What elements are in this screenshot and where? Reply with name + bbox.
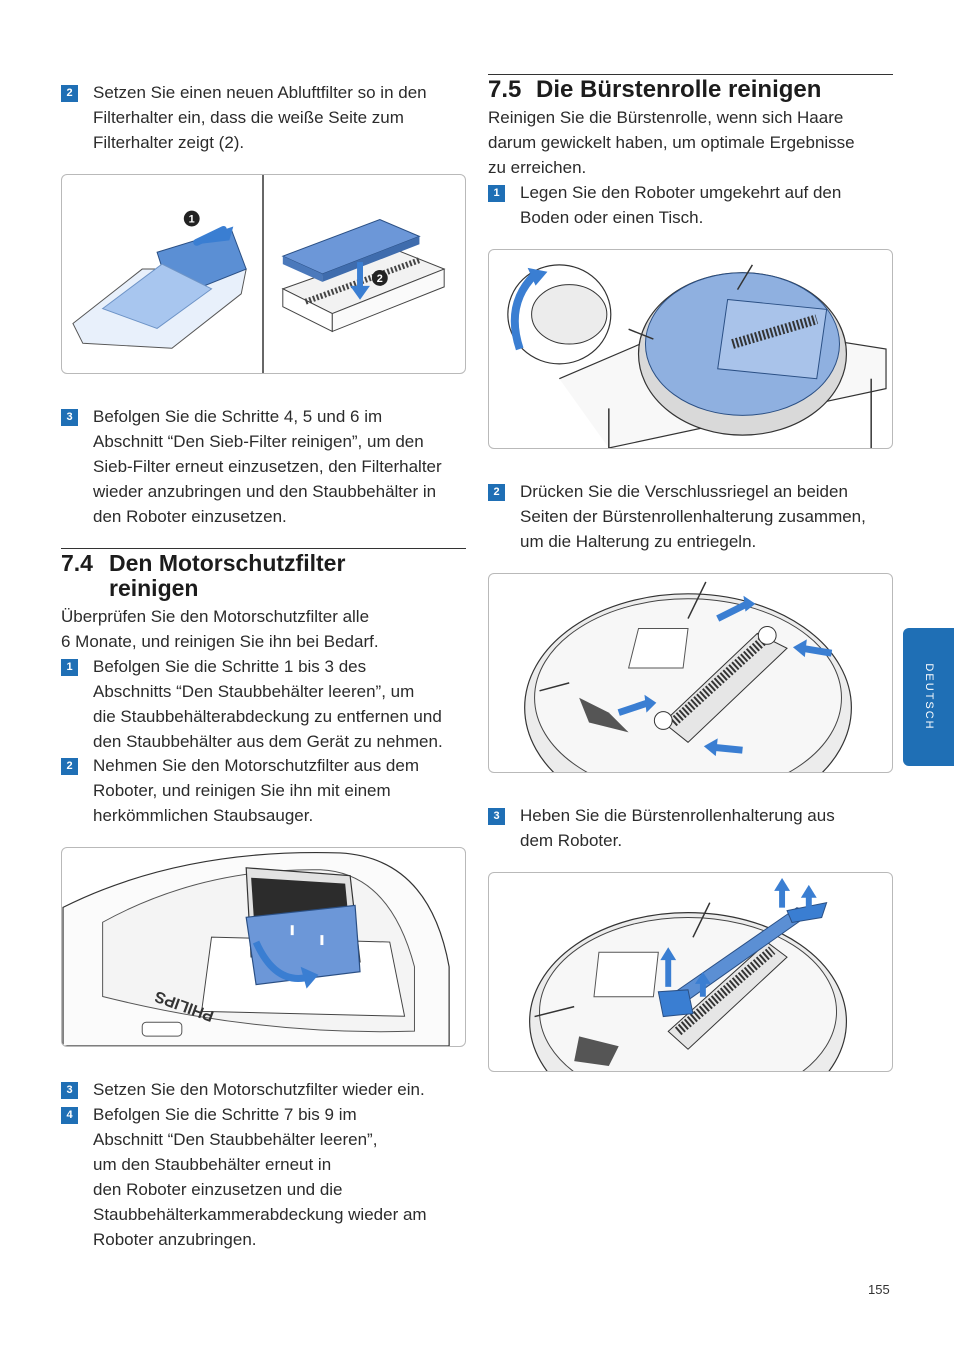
intro-line: darum gewickelt haben, um optimale Ergeb…: [488, 133, 855, 152]
step-text-line: Setzen Sie einen neuen Abluftfilter so i…: [93, 83, 427, 102]
step-text-line: Roboter anzubringen.: [93, 1230, 257, 1249]
step-number-badge: 4: [61, 1107, 78, 1124]
section-heading-7-5: 7.5 Die Bürstenrolle reinigen: [488, 76, 893, 104]
step-text-line: Filterhalter ein, dass die weiße Seite z…: [93, 108, 404, 127]
figure-lift-brush-holder: [488, 872, 893, 1072]
step-text-line: Seiten der Bürstenrollenhalterung zusamm…: [520, 507, 866, 526]
language-label: DEUTSCH: [922, 663, 935, 731]
section-title: Die Bürstenrolle reinigen: [536, 76, 822, 103]
section-intro: Reinigen Sie die Bürstenrolle, wenn sich…: [488, 105, 893, 180]
step-number-badge: 3: [488, 808, 505, 825]
step-number-badge: 2: [488, 484, 505, 501]
step-number-badge: 2: [61, 85, 78, 102]
figure-robot-upside-down: [488, 249, 893, 449]
robot-flip-illustration: [507, 264, 887, 448]
step-text-line: Abschnitt “Den Staubbehälter leeren”,: [93, 1130, 378, 1149]
figure-brush-latches: [488, 573, 893, 773]
intro-line: Reinigen Sie die Bürstenrolle, wenn sich…: [488, 108, 844, 127]
step-2-press-latches: 2 Drücken Sie die Verschlussriegel an be…: [488, 479, 893, 554]
step-text-line: Befolgen Sie die Schritte 7 bis 9 im: [93, 1105, 357, 1124]
filter-holder-illustration: 1 2: [72, 175, 446, 373]
step-text-line: Abschnitts “Den Staubbehälter leeren”, u…: [93, 682, 415, 701]
step-text-line: Sieb-Filter erneut einzusetzen, den Filt…: [93, 457, 442, 476]
step-text-line: Abschnitt “Den Sieb-Filter reinigen”, um…: [93, 432, 424, 451]
intro-line: Überprüfen Sie den Motorschutzfilter all…: [61, 607, 370, 626]
section-intro: Überprüfen Sie den Motorschutzfilter all…: [61, 604, 466, 654]
section-title-line: reinigen: [109, 575, 199, 601]
step-number-badge: 3: [61, 409, 78, 426]
section-number: 7.5: [488, 76, 522, 103]
step-1-remove-dust-container: 1 Befolgen Sie die Schritte 1 bis 3 des …: [61, 654, 466, 754]
step-text-line: Heben Sie die Bürstenrollenhalterung aus: [520, 806, 835, 825]
step-number-badge: 1: [488, 185, 505, 202]
step-text-line: um den Staubbehälter erneut in: [93, 1155, 332, 1174]
step-text-line: den Staubbehälter aus dem Gerät zu nehme…: [93, 732, 443, 751]
intro-line: 6 Monate, und reinigen Sie ihn bei Bedar…: [61, 632, 379, 651]
step-2-remove-motor-filter: 2 Nehmen Sie den Motorschutzfilter aus d…: [61, 753, 466, 828]
language-side-tab: DEUTSCH: [903, 628, 954, 766]
step-text-line: Befolgen Sie die Schritte 4, 5 und 6 im: [93, 407, 383, 426]
step-text-line: herkömmlichen Staubsauger.: [93, 806, 314, 825]
step-3-reinsert-sieve-filter: 3 Befolgen Sie die Schritte 4, 5 und 6 i…: [61, 404, 466, 529]
step-number-badge: 1: [61, 659, 78, 676]
section-divider: [488, 74, 893, 75]
step-text-line: die Staubbehälterabdeckung zu entfernen …: [93, 707, 442, 726]
callout-1: 1: [189, 214, 195, 226]
section-divider: [61, 548, 466, 549]
step-text-line: wieder anzubringen und den Staubbehälter…: [93, 482, 437, 501]
brush-latches-illustration: [524, 581, 852, 772]
step-text-line: Setzen Sie den Motorschutzfilter wieder …: [93, 1080, 425, 1099]
section-number: 7.4: [61, 550, 93, 576]
step-text-line: Roboter, und reinigen Sie ihn mit einem: [93, 781, 391, 800]
step-text-line: Legen Sie den Roboter umgekehrt auf den: [520, 183, 842, 202]
step-text-line: den Roboter einzusetzen.: [93, 507, 287, 526]
step-text-line: Drücken Sie die Verschlussriegel an beid…: [520, 482, 848, 501]
step-1-flip-robot: 1 Legen Sie den Roboter umgekehrt auf de…: [488, 180, 893, 230]
step-4-reinsert-dust-container: 4 Befolgen Sie die Schritte 7 bis 9 im A…: [61, 1102, 466, 1252]
step-2-insert-exhaust-filter: 2 Setzen Sie einen neuen Abluftfilter so…: [61, 80, 461, 155]
motor-filter-illustration: PHILIPS: [62, 851, 450, 1046]
intro-line: zu erreichen.: [488, 158, 587, 177]
step-text-line: um die Halterung zu entriegeln.: [520, 532, 757, 551]
step-text-line: Staubbehälterkammerabdeckung wieder am: [93, 1205, 427, 1224]
step-text-line: Befolgen Sie die Schritte 1 bis 3 des: [93, 657, 367, 676]
page-number: 155: [868, 1282, 890, 1297]
step-text-line: dem Roboter.: [520, 831, 623, 850]
step-text-line: Nehmen Sie den Motorschutzfilter aus dem: [93, 756, 419, 775]
step-text-line: Boden oder einen Tisch.: [520, 208, 704, 227]
figure-motor-filter: PHILIPS: [61, 847, 466, 1047]
lift-brush-holder-illustration: [529, 877, 847, 1071]
step-number-badge: 2: [61, 758, 78, 775]
step-text-line: den Roboter einzusetzen und die: [93, 1180, 343, 1199]
step-text-line: Filterhalter zeigt (2).: [93, 133, 245, 152]
section-heading-7-4: 7.4 Den Motorschutzfilter reinigen: [61, 551, 466, 601]
step-number-badge: 3: [61, 1082, 78, 1099]
step-3-reinsert-motor-filter: 3 Setzen Sie den Motorschutzfilter wiede…: [61, 1077, 466, 1102]
figure-filter-holder: 1 2: [61, 174, 466, 374]
section-title-line: Den Motorschutzfilter: [109, 550, 346, 576]
step-3-lift-brush-holder: 3 Heben Sie die Bürstenrollenhalterung a…: [488, 803, 893, 853]
callout-2: 2: [377, 273, 383, 285]
